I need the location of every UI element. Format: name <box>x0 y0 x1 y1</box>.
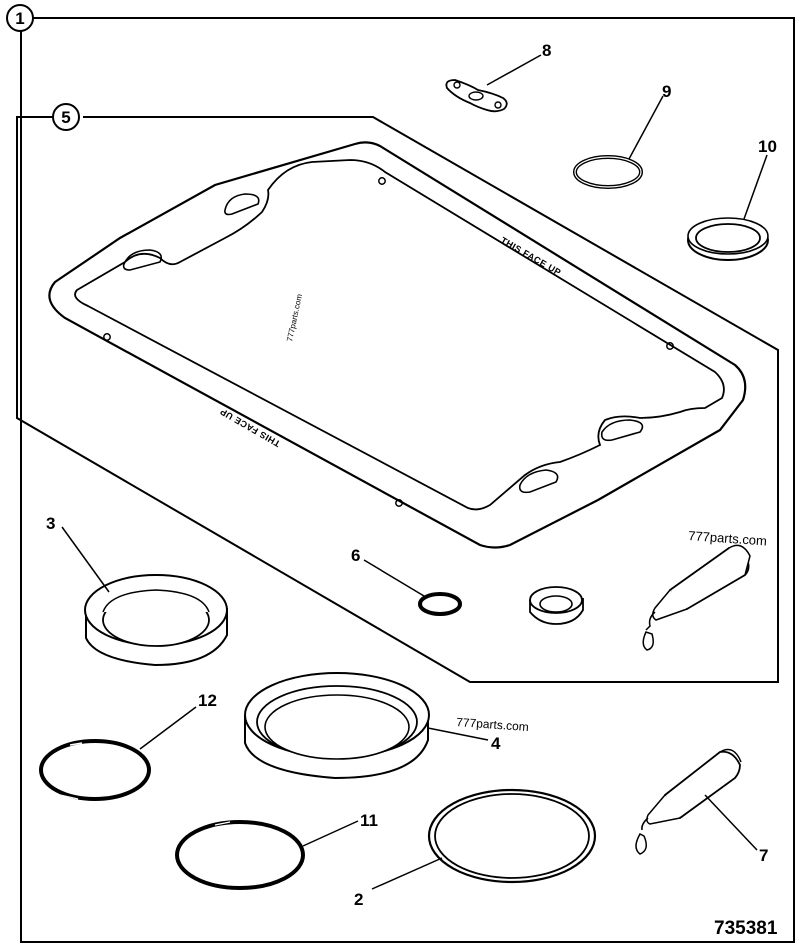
callout-7: 7 <box>759 846 768 865</box>
callout-9: 9 <box>662 82 671 101</box>
seal-ring-10 <box>687 217 769 261</box>
leader-3 <box>61 526 110 593</box>
leader-10 <box>743 154 768 220</box>
flange-gasket <box>445 79 508 113</box>
leader-9 <box>628 95 664 160</box>
leader-6 <box>363 559 425 597</box>
o-ring-6 <box>418 592 462 616</box>
leader-11 <box>302 820 359 847</box>
sealant-tube-7 <box>635 748 742 855</box>
callout-2: 2 <box>354 890 363 909</box>
callout-8: 8 <box>542 41 551 60</box>
small-seal <box>529 586 584 625</box>
callout-12: 12 <box>198 691 217 710</box>
subkit-frame: 5 <box>16 103 779 683</box>
leader-2 <box>371 857 443 890</box>
o-ring-2 <box>427 788 597 884</box>
leader-8 <box>486 54 542 86</box>
shaft-seal-3 <box>84 574 228 667</box>
o-ring-11 <box>175 820 305 890</box>
leader-12 <box>139 706 197 750</box>
callout-6: 6 <box>351 546 360 565</box>
callout-10: 10 <box>758 137 777 156</box>
tube-watermark: 777parts.com <box>688 528 768 548</box>
kit-label: 1 <box>15 9 24 28</box>
drawing-number: 735381 <box>714 918 778 939</box>
callout-11: 11 <box>360 811 378 830</box>
o-ring-12 <box>39 739 151 801</box>
callout-4: 4 <box>491 734 501 753</box>
o-ring-9 <box>573 155 643 189</box>
ring-watermark: 777parts.com <box>456 715 530 734</box>
leader-4 <box>427 727 489 741</box>
kit-frame: 1 <box>6 4 795 943</box>
callout-3: 3 <box>46 514 55 533</box>
seal-ring-4 <box>244 672 430 780</box>
subkit-label: 5 <box>61 108 70 127</box>
oil-pan-gasket <box>48 141 747 549</box>
sealant-tube-subkit <box>642 544 751 651</box>
leader-7 <box>704 794 758 851</box>
